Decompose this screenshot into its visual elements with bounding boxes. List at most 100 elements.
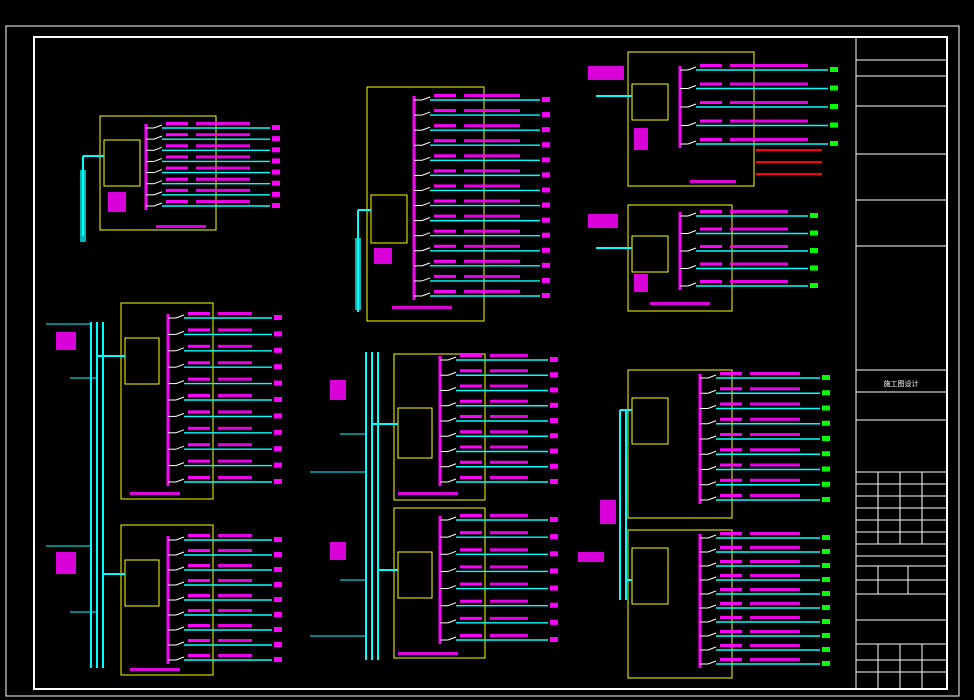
breaker-label bbox=[460, 354, 482, 357]
breaker-contact bbox=[421, 111, 431, 116]
breaker-contact bbox=[421, 202, 431, 207]
breaker-label bbox=[166, 166, 188, 170]
breaker-contact bbox=[421, 126, 431, 131]
terminal-marker bbox=[542, 172, 550, 178]
terminal-marker bbox=[822, 481, 830, 487]
breaker-label bbox=[188, 377, 210, 381]
breaker-label bbox=[188, 609, 210, 612]
cable-label bbox=[464, 109, 520, 113]
breaker-contact bbox=[175, 462, 185, 467]
cable-label bbox=[490, 565, 528, 569]
terminal-marker bbox=[550, 387, 558, 393]
terminal-marker bbox=[274, 612, 282, 617]
cable-label bbox=[750, 448, 800, 452]
cable-label bbox=[750, 644, 800, 647]
caption-block bbox=[108, 192, 126, 212]
breaker-contact bbox=[421, 262, 431, 267]
breaker-label bbox=[166, 155, 188, 159]
breaker-contact bbox=[175, 412, 185, 417]
breaker-contact bbox=[421, 156, 431, 161]
terminal-marker bbox=[810, 248, 818, 253]
terminal-marker bbox=[550, 619, 558, 625]
breaker-label bbox=[460, 369, 482, 373]
terminal-marker bbox=[822, 375, 830, 380]
breaker-contact bbox=[687, 103, 697, 108]
terminal-marker bbox=[272, 125, 280, 130]
cable-label bbox=[464, 229, 520, 233]
terminal-marker bbox=[274, 446, 282, 452]
cable-label bbox=[464, 244, 520, 248]
breaker-contact bbox=[421, 186, 431, 191]
breaker-label bbox=[720, 630, 742, 633]
terminal-marker bbox=[274, 380, 282, 386]
terminal-marker bbox=[550, 418, 558, 423]
terminal-marker bbox=[822, 535, 830, 540]
breaker-contact bbox=[707, 466, 717, 470]
breaker-contact bbox=[707, 420, 717, 425]
breaker-contact bbox=[447, 516, 457, 521]
terminal-marker bbox=[550, 357, 558, 362]
cable-label bbox=[196, 200, 250, 203]
panel-p9 bbox=[627, 369, 733, 519]
breaker-contact bbox=[175, 641, 185, 646]
feeder-group-p7 bbox=[166, 536, 272, 664]
terminal-marker bbox=[550, 433, 558, 439]
terminal-marker bbox=[810, 265, 818, 271]
breaker-label bbox=[188, 639, 210, 642]
breaker-contact bbox=[421, 247, 431, 252]
breaker-label bbox=[188, 594, 210, 597]
breaker-contact bbox=[421, 232, 431, 237]
breaker-label bbox=[700, 280, 722, 283]
supply-risers bbox=[82, 95, 632, 668]
breaker-contact bbox=[175, 566, 185, 571]
caption-block bbox=[330, 542, 346, 560]
terminal-marker bbox=[542, 112, 550, 118]
breaker-label bbox=[720, 560, 742, 563]
terminal-marker bbox=[822, 405, 830, 411]
breaker-label bbox=[720, 494, 742, 497]
breaker-label bbox=[720, 478, 742, 482]
breaker-label bbox=[460, 476, 482, 479]
panel-enclosures bbox=[99, 51, 755, 679]
breaker-contact bbox=[153, 124, 163, 129]
breaker-contact bbox=[175, 626, 185, 631]
breaker-label bbox=[460, 634, 482, 637]
cable-label bbox=[730, 138, 808, 141]
cable-label bbox=[464, 139, 520, 143]
cable-label bbox=[196, 144, 250, 148]
cable-label bbox=[490, 531, 528, 535]
cable-label bbox=[730, 245, 788, 248]
breaker-label bbox=[188, 426, 210, 430]
breaker-contact bbox=[707, 590, 717, 595]
cable-label bbox=[218, 410, 252, 414]
cable-label bbox=[218, 534, 252, 537]
breaker-label bbox=[188, 394, 210, 397]
terminal-marker bbox=[822, 497, 830, 502]
cable-label bbox=[750, 546, 800, 549]
cable-label bbox=[490, 634, 528, 637]
cable-label bbox=[218, 654, 252, 657]
breaker-contact bbox=[687, 230, 697, 234]
cable-label bbox=[218, 344, 252, 348]
terminal-marker bbox=[822, 633, 830, 638]
cable-label bbox=[750, 433, 800, 436]
terminal-marker bbox=[550, 479, 558, 484]
caption-block bbox=[634, 274, 648, 292]
breaker-label bbox=[700, 245, 722, 248]
breaker-contact bbox=[175, 656, 185, 661]
breaker-contact bbox=[421, 171, 431, 176]
cable-label bbox=[218, 328, 252, 332]
cable-label bbox=[750, 387, 800, 391]
panel-p4 bbox=[627, 204, 733, 312]
cable-label bbox=[750, 588, 800, 591]
inner-frame bbox=[33, 36, 948, 690]
breaker-contact bbox=[153, 146, 163, 151]
riser-label bbox=[80, 170, 86, 242]
breaker-contact bbox=[707, 481, 717, 486]
breaker-label bbox=[700, 227, 722, 231]
breaker-label bbox=[434, 244, 456, 248]
cable-label bbox=[464, 199, 520, 203]
cable-label bbox=[218, 443, 252, 447]
breaker-contact bbox=[707, 604, 717, 609]
breaker-label bbox=[188, 410, 210, 414]
